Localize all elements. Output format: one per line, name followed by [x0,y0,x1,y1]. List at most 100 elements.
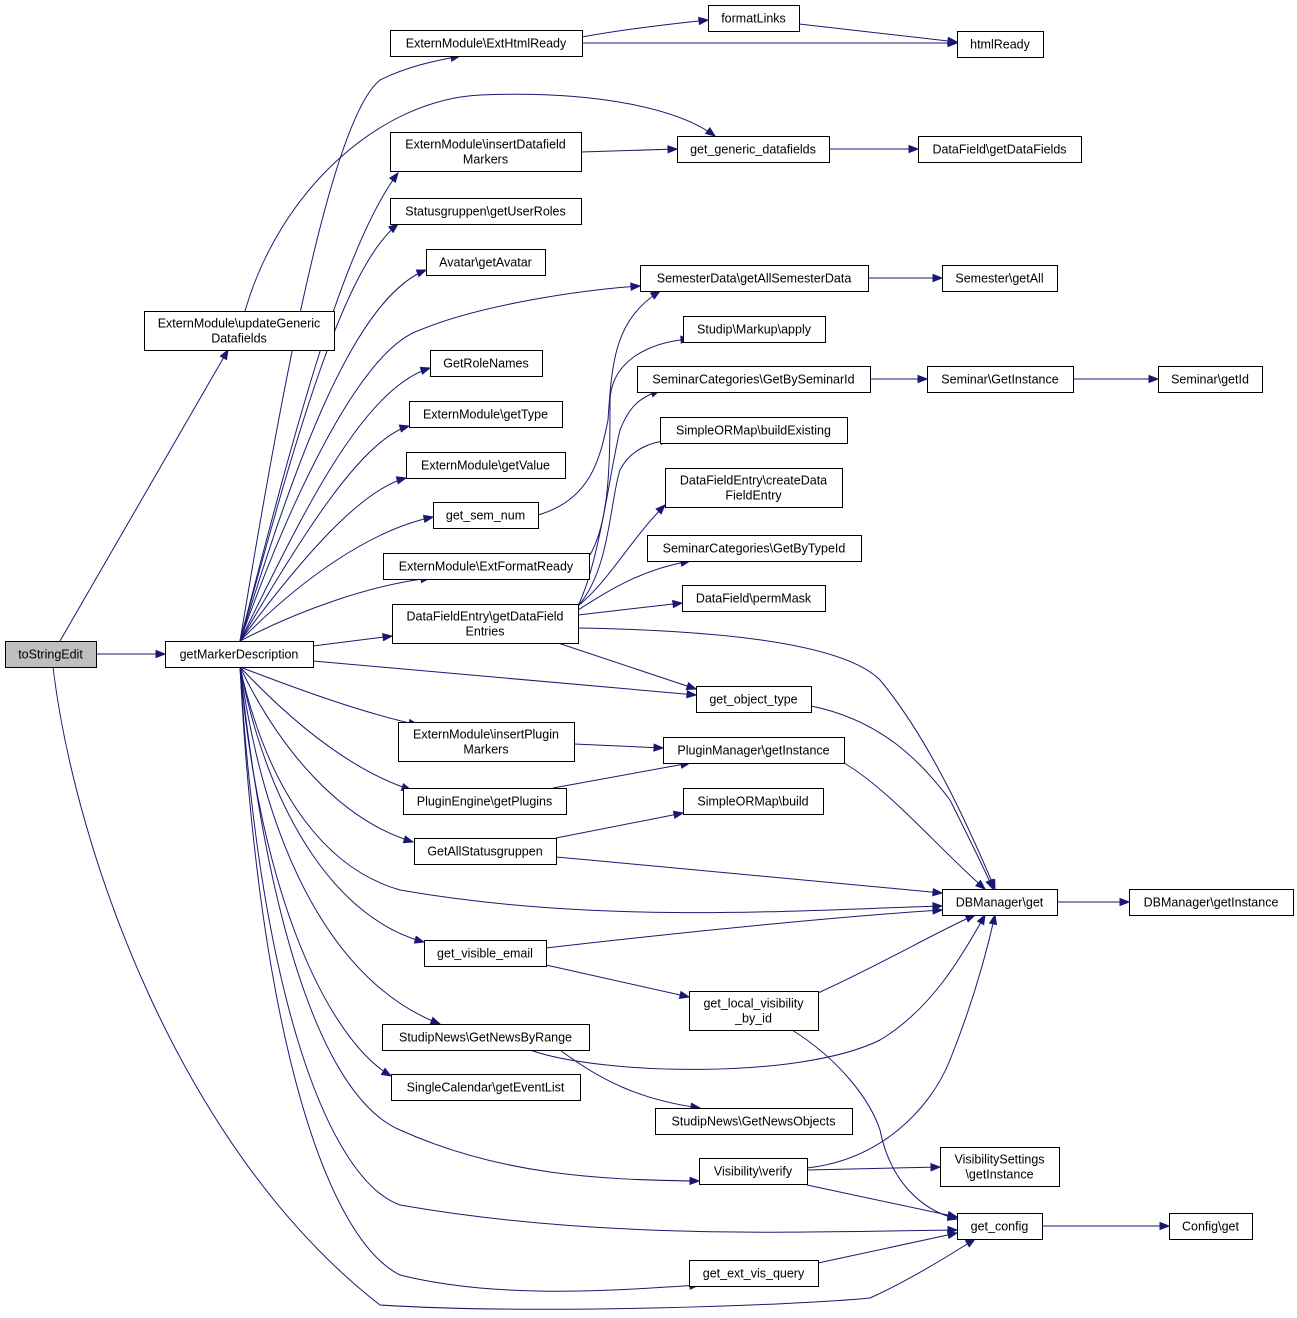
edge-insertPlugin-to-pluginManagerGetInstance [573,743,665,752]
node-label: SimpleORMap\build [697,795,808,809]
edge-getDataFieldEntries-to-createDataFieldEntry [577,504,666,607]
node-label: Studip\Markup\apply [697,323,812,337]
node-pluginManagerGetInstance[interactable]: PluginManager\getInstance [663,737,845,764]
node-label: ExternModule\getType [423,408,548,422]
node-visSettingsGetInstance[interactable]: VisibilitySettings\getInstance [940,1147,1060,1187]
node-getNewsObjects[interactable]: StudipNews\GetNewsObjects [655,1108,853,1135]
node-getAllSemesterData[interactable]: SemesterData\getAllSemesterData [640,265,869,292]
arrowhead-icon [988,913,998,926]
node-visibilityVerify[interactable]: Visibility\verify [699,1158,808,1185]
node-getPlugins[interactable]: PluginEngine\getPlugins [403,788,567,815]
arrowhead-icon [398,424,411,433]
node-permMask[interactable]: DataField\permMask [682,585,826,612]
node-getSemNum[interactable]: get_sem_num [433,502,539,529]
node-label: Entries [466,625,505,639]
edge-getMarkerDescription-to-getEventList [239,666,393,1077]
node-label: Semester\getAll [955,272,1043,286]
edge-getMarkerDescription-to-insertDatafield [239,171,399,642]
node-label: ExternModule\ExtFormatReady [399,560,574,574]
node-emGetType[interactable]: ExternModule\getType [409,401,563,428]
arrowhead-icon [402,835,415,844]
node-extFormatReady[interactable]: ExternModule\ExtFormatReady [383,553,590,580]
edge-visibilityVerify-to-dbGet [806,913,998,1169]
edge-visibilityVerify-to-getConfig [806,1184,959,1220]
node-ormBuild[interactable]: SimpleORMap\build [683,788,824,815]
node-buildExisting[interactable]: SimpleORMap\buildExisting [660,417,848,444]
node-extHtmlReady[interactable]: ExternModule\ExtHtmlReady [390,30,583,57]
edge-getExtVisQuery-to-getConfig [817,1230,959,1264]
node-label: get_generic_datafields [690,143,816,157]
node-getConfig[interactable]: get_config [957,1213,1043,1240]
arrowhead-icon [382,632,394,642]
arrowhead-icon [976,913,986,926]
node-getNewsByRange[interactable]: StudipNews\GetNewsByRange [382,1024,590,1051]
node-label: GetAllStatusgruppen [427,845,542,859]
edge-getAllSemesterData-to-semesterGetAll [868,273,944,283]
node-emGetValue[interactable]: ExternModule\getValue [406,452,566,479]
node-dbGet[interactable]: DBManager\get [942,889,1058,916]
edge-getDataFieldEntries-to-getBySeminarId [577,389,662,607]
edge-getLocalVisibility-to-dbGet [817,914,977,994]
node-getExtVisQuery[interactable]: get_ext_vis_query [689,1260,819,1287]
node-label: Seminar\getId [1171,373,1249,387]
node-getEventList[interactable]: SingleCalendar\getEventList [391,1074,581,1101]
edge-getMarkerDescription-to-getConfig [239,666,959,1235]
node-getGenericDatafields[interactable]: get_generic_datafields [677,136,830,163]
edge-getMarkerDescription-to-getAllSemesterData [239,282,642,642]
edge-getMarkerDescription-to-emGetType [239,424,411,642]
node-toStringEdit[interactable]: toStringEdit [5,641,97,668]
edge-getAllStatusgruppen-to-dbGet [555,856,944,897]
node-dbGetInstance[interactable]: DBManager\getInstance [1129,889,1294,916]
edge-seminarGetInstance-to-seminarGetId [1073,374,1160,384]
arrowhead-icon [932,906,944,915]
node-markupApply[interactable]: Studip\Markup\apply [683,316,826,343]
arrowhead-icon [917,374,929,384]
edge-getMarkerDescription-to-getDataFieldEntries [312,632,394,647]
node-getAvatar[interactable]: Avatar\getAvatar [426,249,546,276]
node-getRoleNames[interactable]: GetRoleNames [430,350,543,377]
arrowhead-icon [380,1067,393,1077]
edge-pluginManagerGetInstance-to-dbGet [843,762,987,890]
edge-getBySeminarId-to-seminarGetInstance [870,374,929,384]
node-getLocalVisibility[interactable]: get_local_visibility_by_id [689,991,819,1031]
edge-getMarkerDescription-to-insertPlugin [239,666,420,728]
arrowhead-icon [689,1176,701,1186]
node-dfGetDataFields[interactable]: DataField\getDataFields [918,136,1082,163]
node-formatLinks[interactable]: formatLinks [708,5,800,32]
node-getUserRoles[interactable]: Statusgruppen\getUserRoles [390,198,582,225]
node-label: ExternModule\insertPlugin [413,728,559,742]
node-getObjectType[interactable]: get_object_type [696,686,812,713]
node-getByTypeId[interactable]: SeminarCategories\GetByTypeId [647,535,862,562]
node-label: get_object_type [709,693,797,707]
edge-getConfig-to-configGet [1042,1221,1171,1231]
node-htmlReady[interactable]: htmlReady [957,31,1044,58]
node-label: Visibility\verify [714,1165,793,1179]
node-label: SeminarCategories\GetByTypeId [663,542,846,556]
edge-getMarkerDescription-to-getObjectType [312,660,698,699]
node-label: get_ext_vis_query [703,1267,805,1281]
arrowhead-icon [704,126,717,137]
node-seminarGetId[interactable]: Seminar\getId [1158,366,1263,393]
edge-getMarkerDescription-to-getRoleNames [239,366,432,642]
node-seminarGetInstance[interactable]: Seminar\GetInstance [927,366,1074,393]
node-getMarkerDescription[interactable]: getMarkerDescription [165,641,314,668]
node-configGet[interactable]: Config\get [1169,1213,1253,1240]
node-label: Seminar\GetInstance [941,373,1058,387]
edge-dbGet-to-dbGetInstance [1057,897,1131,907]
node-getVisibleEmail[interactable]: get_visible_email [424,940,547,967]
arrowhead-icon [219,348,229,361]
arrowhead-icon [1159,1221,1171,1231]
arrowhead-icon [686,689,698,699]
node-semesterGetAll[interactable]: Semester\getAll [942,265,1058,292]
node-getAllStatusgruppen[interactable]: GetAllStatusgruppen [414,838,557,865]
node-label: SemesterData\getAllSemesterData [657,272,852,286]
node-label: get_sem_num [446,509,525,523]
node-getBySeminarId[interactable]: SeminarCategories\GetBySeminarId [637,366,871,393]
edge-getMarkerDescription-to-getVisibleEmail [239,666,426,944]
